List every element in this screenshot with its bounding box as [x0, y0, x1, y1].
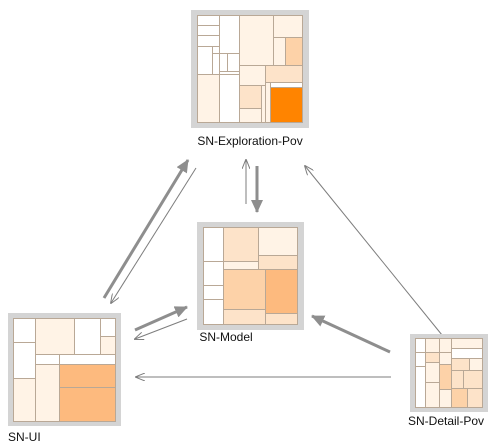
label-ui: SN-UI: [8, 430, 41, 444]
arrow-model-to-ui: [135, 318, 188, 339]
arrow-exploration-to-ui: [111, 167, 197, 303]
treemap-ui: [13, 318, 116, 422]
arrow-ui-to-exploration: [102, 159, 190, 299]
label-exploration-pov: SN-Exploration-Pov: [197, 134, 303, 148]
treemap-frame-ui: [8, 313, 121, 426]
treemap-frame-exploration: [191, 10, 309, 128]
arrow-ui-to-model: [134, 305, 188, 332]
label-model: SN-Model: [199, 330, 253, 344]
treemap-frame-detail: [410, 334, 488, 412]
treemap-model: [203, 227, 298, 325]
label-detail-pov: SN-Detail-Pov: [408, 414, 485, 428]
treemap-exploration: [197, 15, 303, 123]
arrow-detail-to-model: [311, 314, 391, 354]
treemap-detail: [415, 338, 483, 408]
treemap-frame-model: [197, 222, 304, 330]
arrow-detail-to-exploration: [305, 166, 443, 336]
